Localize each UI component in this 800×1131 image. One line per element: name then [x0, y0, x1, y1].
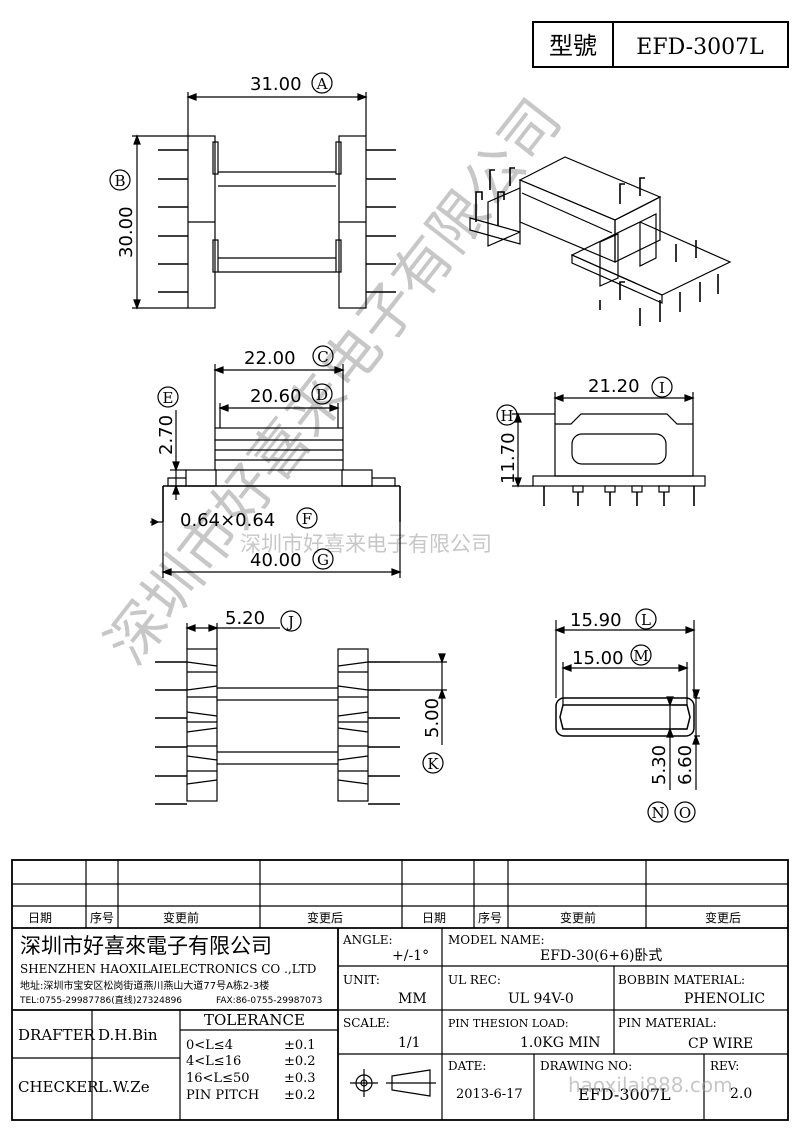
rev-label: REV: — [710, 1059, 739, 1073]
model-value: EFD-3007L — [636, 35, 764, 60]
dim-m-letter: M — [633, 647, 648, 665]
unit-value: MM — [398, 991, 427, 1007]
revision-table: 日期 序号 变更前 变更后 日期 序号 变更前 变更后 — [11, 859, 789, 1121]
company-address: 地址:深圳市宝安区松岗街道燕川燕山大道77号A栋2-3楼 — [20, 979, 269, 992]
dim-i-value: 21.20 — [588, 376, 640, 397]
dim-o-value: 6.60 — [675, 745, 696, 785]
tolerance-title: TOLERANCE — [204, 1011, 305, 1029]
drawing-value: EFD-3007L — [578, 1085, 671, 1104]
dim-h-value: 11.70 — [498, 432, 519, 484]
dim-c-letter: C — [317, 348, 328, 366]
rev-h-no-2: 序号 — [478, 910, 502, 925]
tol-val-4: ±0.2 — [284, 1088, 316, 1103]
dim-a-letter: A — [316, 75, 328, 93]
drafter-label: DRAFTER — [18, 1026, 96, 1044]
model-header: 型號 EFD-3007L — [532, 21, 789, 68]
model-name-value: EFD-30(6+6)卧式 — [540, 948, 662, 964]
dim-j-value: 5.20 — [225, 608, 265, 629]
dim-l-value: 15.90 — [570, 610, 622, 631]
company-fax: FAX:86-0755-29987073 — [216, 996, 322, 1006]
front-view: 22.00 C 20.60 D 2.70 E 0.64×0.64 F 40.00… — [150, 345, 402, 578]
unit-label: UNIT: — [343, 973, 380, 987]
projection-symbol-icon — [350, 1069, 436, 1097]
dim-f-letter: F — [302, 510, 312, 528]
bobbin-label: BOBBIN MATERIAL: — [618, 973, 745, 987]
dim-g-letter: G — [317, 551, 329, 569]
dim-d-letter: D — [316, 386, 328, 404]
angle-label: ANGLE: — [342, 933, 393, 947]
dim-m-value: 15.00 — [572, 648, 624, 669]
dim-h-letter: H — [500, 407, 513, 425]
dim-n-value: 5.30 — [649, 745, 670, 785]
rev-h-before-1: 变更前 — [163, 910, 199, 925]
dim-e-value: 2.70 — [156, 415, 177, 455]
bobbin-value: PHENOLIC — [684, 991, 765, 1007]
dim-b-value: 30.00 — [116, 206, 137, 258]
section-view: 15.90 L 15.00 M 5.30 6.60 N O — [554, 608, 700, 823]
tol-val-2: ±0.2 — [284, 1054, 316, 1069]
dim-f-value: 0.64×0.64 — [180, 510, 275, 531]
tol-val-3: ±0.3 — [284, 1071, 316, 1086]
dim-c-value: 22.00 — [244, 348, 296, 369]
pinmat-label: PIN MATERIAL: — [618, 1016, 717, 1030]
dim-o-letter: O — [679, 804, 691, 822]
company-en: SHENZHEN HAOXILAIELECTRONICS CO .,LTD — [20, 962, 316, 976]
rev-h-before-2: 变更前 — [560, 910, 596, 925]
dim-k-letter: K — [427, 755, 439, 773]
scale-value: 1/1 — [398, 1035, 421, 1051]
dim-d-value: 20.60 — [250, 386, 302, 407]
tol-range-4: PIN PITCH — [186, 1088, 259, 1103]
tol-range-1: 0<L≤4 — [186, 1038, 233, 1053]
rev-h-no-1: 序号 — [90, 910, 114, 925]
dim-n-letter: N — [651, 804, 664, 822]
tol-val-1: ±0.1 — [284, 1038, 316, 1053]
watermark-small: 深圳市好喜来电子有限公司 — [240, 532, 492, 556]
company-tel: TEL:0755-29987786(直线)27324896 — [19, 994, 182, 1006]
rev-h-date-1: 日期 — [28, 911, 52, 925]
angle-value: +/-1° — [392, 948, 429, 964]
ul-label: UL REC: — [448, 973, 501, 987]
load-value: 1.0KG MIN — [520, 1035, 600, 1051]
drawing-label: DRAWING NO: — [540, 1059, 632, 1073]
watermark-url: haoxilai888.com — [568, 1073, 733, 1097]
drafter-value: D.H.Bin — [98, 1026, 158, 1044]
top-view: 31.00 A 30.00 B — [109, 72, 396, 310]
rev-h-after-2: 变更后 — [705, 910, 741, 925]
dim-a-value: 31.00 — [250, 74, 302, 95]
scale-label: SCALE: — [343, 1016, 390, 1030]
isometric-view — [469, 156, 732, 326]
load-label: PIN THESION LOAD: — [448, 1017, 569, 1030]
rev-h-date-2: 日期 — [422, 911, 446, 925]
model-name-label: MODEL NAME: — [448, 933, 545, 947]
ul-value: UL 94V-0 — [508, 991, 574, 1007]
dim-l-letter: L — [641, 611, 651, 629]
company-name: 深圳市好喜來電子有限公司 — [20, 934, 272, 958]
date-label: DATE: — [448, 1059, 486, 1073]
dim-e-letter: E — [163, 389, 174, 407]
dim-b-letter: B — [114, 172, 125, 190]
title-block: 深圳市好喜來電子有限公司 SHENZHEN HAOXILAIELECTRONIC… — [12, 928, 788, 1120]
bottom-view: 5.20 J 5.00 K — [155, 608, 447, 805]
dim-i-letter: I — [659, 379, 665, 397]
rev-value: 2.0 — [730, 1086, 752, 1102]
model-label: 型號 — [549, 32, 597, 60]
dim-g-value: 40.00 — [250, 550, 302, 571]
date-value: 2013-6-17 — [456, 1087, 523, 1102]
tol-range-3: 16<L≤50 — [186, 1071, 250, 1086]
side-view: 21.20 I 11.70 H — [496, 376, 706, 506]
dim-k-value: 5.00 — [422, 698, 443, 738]
checker-label: CHECKER — [18, 1078, 99, 1096]
rev-h-after-1: 变更后 — [307, 910, 343, 925]
tol-range-2: 4<L≤16 — [186, 1054, 241, 1069]
pinmat-value: CP WIRE — [688, 1036, 753, 1052]
watermark-large: 深圳市好喜来电子有限公司 — [92, 86, 574, 676]
checker-value: L.W.Ze — [98, 1078, 150, 1096]
dim-j-letter: J — [286, 613, 294, 631]
